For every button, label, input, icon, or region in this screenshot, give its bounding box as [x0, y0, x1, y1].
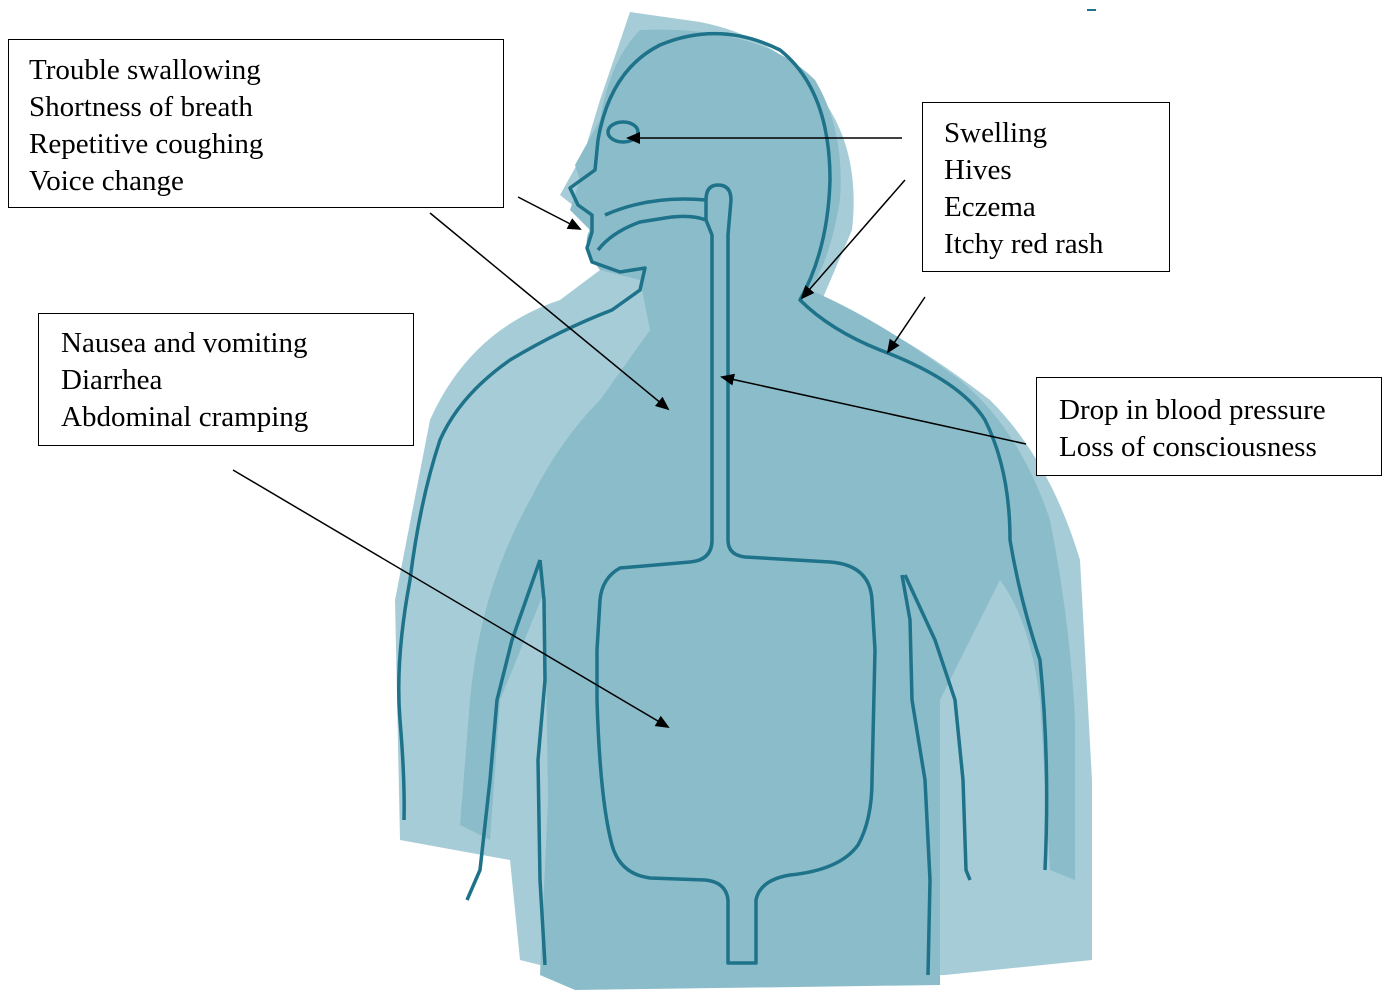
symptom-line: Trouble swallowing — [29, 52, 503, 89]
symptom-line: Swelling — [944, 115, 1169, 152]
symptom-line: Diarrhea — [61, 362, 413, 399]
symptom-line: Repetitive coughing — [29, 126, 503, 163]
symptom-line: Drop in blood pressure — [1059, 392, 1381, 429]
symptom-line: Shortness of breath — [29, 89, 503, 126]
skin-symptoms-box: Swelling Hives Eczema Itchy red rash — [922, 102, 1170, 272]
symptom-line: Hives — [944, 152, 1169, 189]
symptom-line: Itchy red rash — [944, 226, 1169, 263]
symptom-line: Loss of consciousness — [1059, 429, 1381, 466]
symptom-line: Eczema — [944, 189, 1169, 226]
symptom-line: Nausea and vomiting — [61, 325, 413, 362]
gastrointestinal-symptoms-box: Nausea and vomiting Diarrhea Abdominal c… — [38, 313, 414, 446]
airway-symptoms-box: Trouble swallowing Shortness of breath R… — [8, 39, 504, 208]
cardiovascular-symptoms-box: Drop in blood pressure Loss of conscious… — [1036, 377, 1382, 476]
symptom-line: Voice change — [29, 163, 503, 200]
symptom-line: Abdominal cramping — [61, 399, 413, 436]
